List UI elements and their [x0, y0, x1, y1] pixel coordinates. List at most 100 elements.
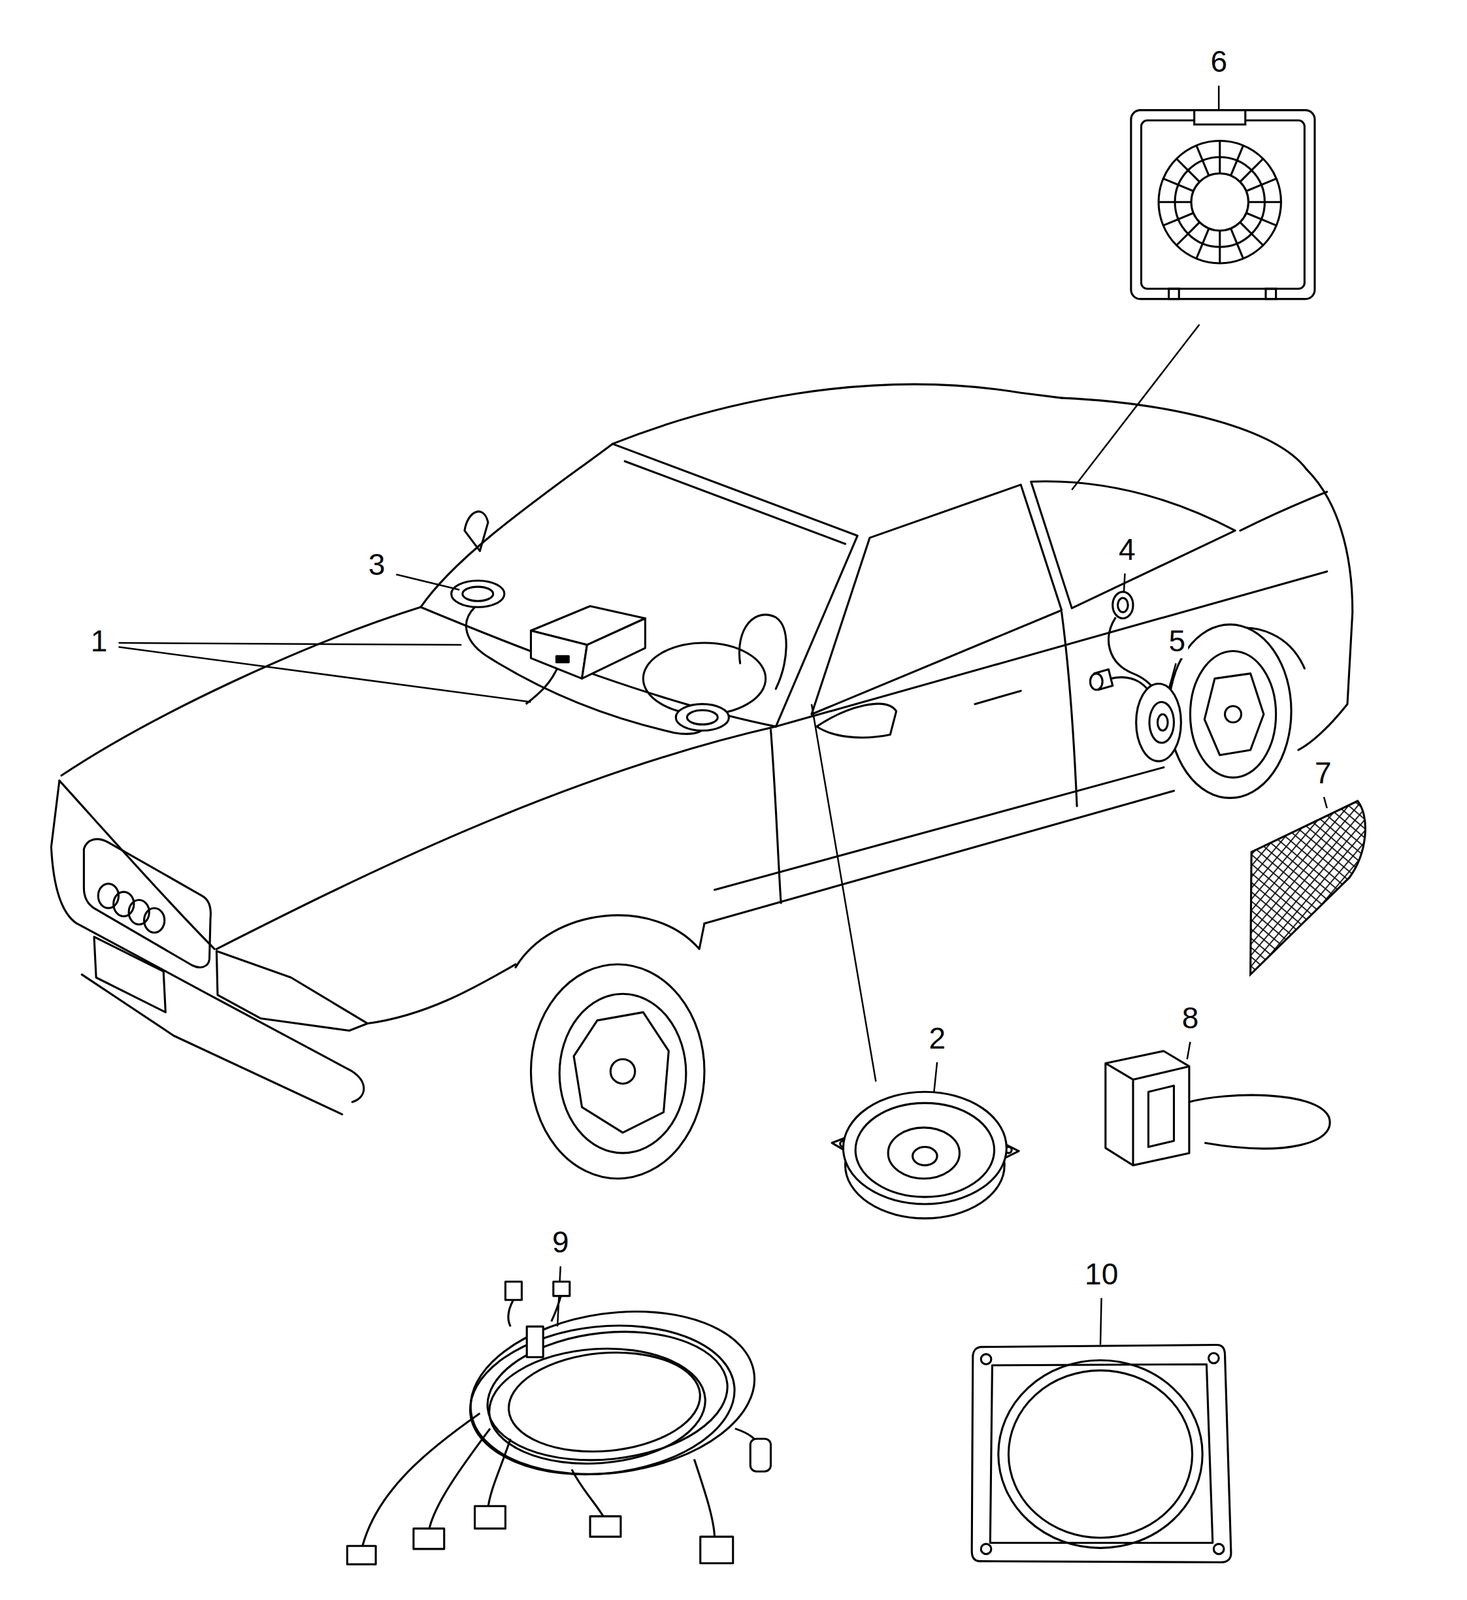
grille-spoke	[1230, 228, 1243, 259]
car-outline	[530, 964, 705, 1179]
car-outline	[811, 484, 1062, 715]
door-speakers	[1149, 702, 1174, 743]
leader-lines	[1169, 663, 1176, 686]
car-outline	[1061, 612, 1077, 807]
car-outline	[612, 384, 1062, 444]
car-outline	[144, 908, 165, 933]
speaker-frame-10	[998, 1360, 1203, 1549]
door-speakers	[1118, 597, 1129, 613]
mesh-grille-7	[1250, 801, 1366, 975]
car-outline	[1298, 469, 1353, 751]
callout-number: 5	[1166, 624, 1189, 659]
grille-spoke	[1196, 145, 1209, 176]
speaker-frame-10	[980, 1544, 992, 1555]
door-speakers	[1112, 592, 1134, 619]
leader-lines	[118, 642, 462, 645]
connector-8	[1105, 1051, 1190, 1166]
leader-lines	[118, 646, 531, 702]
car-outline	[573, 1012, 669, 1133]
car-outline	[1240, 492, 1328, 531]
wiring-harness-9	[553, 1282, 570, 1297]
grille-spoke	[1248, 201, 1281, 204]
mesh-grille-7	[1250, 801, 1366, 975]
leader-lines	[1323, 797, 1328, 809]
speaker-2	[831, 1091, 1019, 1219]
car-outline	[610, 1059, 635, 1084]
wiring-harness-9	[750, 1438, 771, 1472]
car-outline	[59, 780, 215, 950]
car-outline	[559, 993, 687, 1154]
leader-lines	[1187, 1042, 1191, 1060]
speaker-frame-10	[971, 1345, 1232, 1564]
callout-number: 6	[1208, 43, 1231, 79]
car-outline	[83, 839, 211, 968]
grille-spoke	[1230, 145, 1243, 176]
car-outline	[61, 607, 421, 776]
car-outline	[624, 461, 845, 545]
callout-number: 7	[1312, 755, 1335, 791]
rear-grille-6	[1131, 110, 1315, 300]
amplifier-wiring	[530, 630, 587, 679]
wiring-harness-9	[413, 1529, 445, 1550]
car-outline	[216, 726, 776, 949]
car-outline	[94, 937, 166, 1013]
amplifier-wiring	[675, 704, 729, 732]
amplifier-wiring	[462, 586, 494, 602]
speaker-frame-10	[1008, 1370, 1192, 1539]
speaker-frame-10	[1208, 1353, 1220, 1364]
leader-lines	[933, 1062, 938, 1092]
grille-spoke	[1163, 178, 1194, 191]
car-outline	[974, 690, 1021, 704]
connector-8	[1133, 1066, 1190, 1080]
wiring-harness-9	[488, 1438, 511, 1509]
wiring-harness-9	[346, 1546, 376, 1565]
amplifier-wiring	[526, 663, 561, 704]
callout-number: 1	[88, 624, 111, 659]
door-speakers	[1089, 673, 1103, 691]
car-outline	[704, 790, 1174, 924]
car-outline	[81, 974, 342, 1115]
wiring-harness-9	[700, 1536, 734, 1564]
rear-grille-6	[1265, 288, 1277, 300]
rear-grille-6	[1140, 120, 1305, 289]
car-outline	[464, 511, 489, 551]
car-outline	[515, 915, 705, 968]
wiring-harness-9	[590, 1516, 621, 1537]
car-outline	[1225, 706, 1242, 723]
leader-lines	[1123, 573, 1126, 593]
speaker-frame-10	[1213, 1544, 1224, 1555]
car-outline	[771, 729, 782, 904]
car-outline	[216, 951, 368, 1032]
rear-grille-6	[1158, 141, 1281, 264]
grille-spoke	[1176, 158, 1200, 182]
car-outline	[816, 703, 897, 738]
speaker-2	[855, 1103, 994, 1198]
callout-number: 4	[1116, 531, 1139, 567]
car-outline	[739, 614, 787, 689]
callout-number: 8	[1179, 1000, 1202, 1036]
amplifier-wiring	[451, 580, 505, 608]
connector-8	[1105, 1051, 1330, 1166]
connector-8	[1105, 1063, 1134, 1166]
connector-8	[1189, 1095, 1330, 1149]
amplifier-wiring	[451, 580, 730, 735]
speaker-2	[912, 1147, 938, 1166]
grille-spoke	[1246, 213, 1277, 226]
car-outline	[1031, 481, 1236, 609]
car-outline	[367, 964, 516, 1024]
grille-spoke	[1218, 141, 1221, 174]
grille-spoke	[1158, 201, 1192, 204]
rear-grille-6	[1158, 141, 1281, 264]
leader-lines	[395, 574, 460, 590]
car-outline	[76, 923, 364, 1102]
grille-spoke	[1196, 228, 1209, 259]
grille-spoke	[1218, 230, 1221, 264]
connector-8	[1148, 1086, 1174, 1148]
grille-spoke	[1176, 222, 1200, 246]
leader-lines	[118, 85, 1327, 1345]
grille-spoke	[1163, 213, 1194, 226]
door-speakers	[1089, 592, 1181, 762]
